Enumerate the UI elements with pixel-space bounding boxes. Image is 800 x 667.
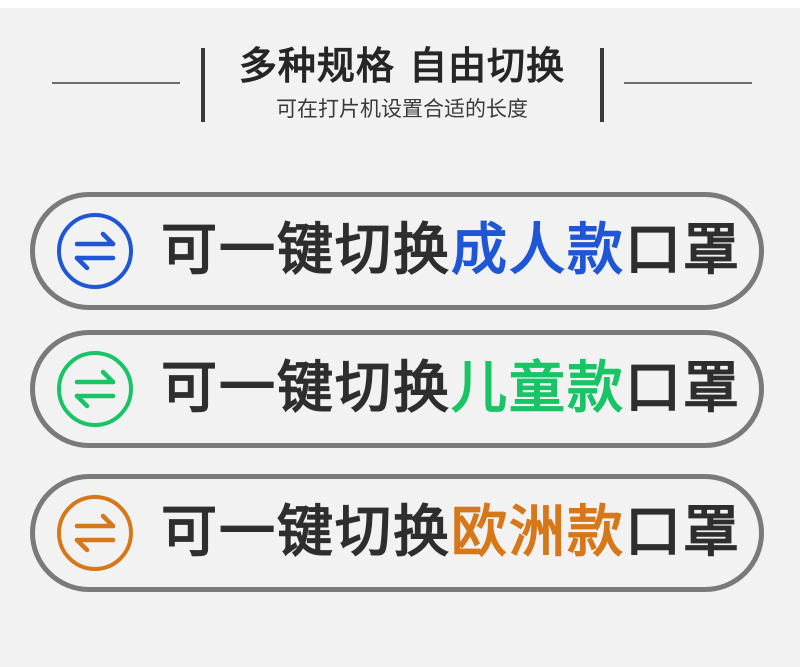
option-suffix: 口罩 <box>625 218 741 283</box>
header-right-rule <box>624 82 752 84</box>
option-label: 可一键切换儿童款口罩 <box>161 357 741 421</box>
option-highlight: 成人款 <box>451 218 625 283</box>
option-prefix: 可一键切换 <box>161 500 451 565</box>
header: 多种规格 自由切换 可在打片机设置合适的长度 <box>0 40 800 130</box>
top-strip <box>0 0 800 8</box>
swap-arrows-icon <box>55 211 135 291</box>
option-adult[interactable]: 可一键切换成人款口罩 <box>30 192 764 310</box>
header-right-bar <box>600 48 604 122</box>
header-left-bar <box>201 48 205 122</box>
option-label: 可一键切换成人款口罩 <box>161 219 741 283</box>
swap-arrows-icon <box>55 349 135 429</box>
option-prefix: 可一键切换 <box>161 356 451 421</box>
option-highlight: 儿童款 <box>451 356 625 421</box>
option-european[interactable]: 可一键切换欧洲款口罩 <box>30 474 764 592</box>
option-label: 可一键切换欧洲款口罩 <box>161 501 741 565</box>
option-suffix: 口罩 <box>625 500 741 565</box>
page-title: 多种规格 自由切换 <box>238 44 566 88</box>
option-prefix: 可一键切换 <box>161 218 451 283</box>
header-left-rule <box>52 82 180 84</box>
option-suffix: 口罩 <box>625 356 741 421</box>
option-child[interactable]: 可一键切换儿童款口罩 <box>30 330 764 448</box>
swap-arrows-icon <box>55 493 135 573</box>
option-highlight: 欧洲款 <box>451 500 625 565</box>
page-subtitle: 可在打片机设置合适的长度 <box>276 97 528 121</box>
